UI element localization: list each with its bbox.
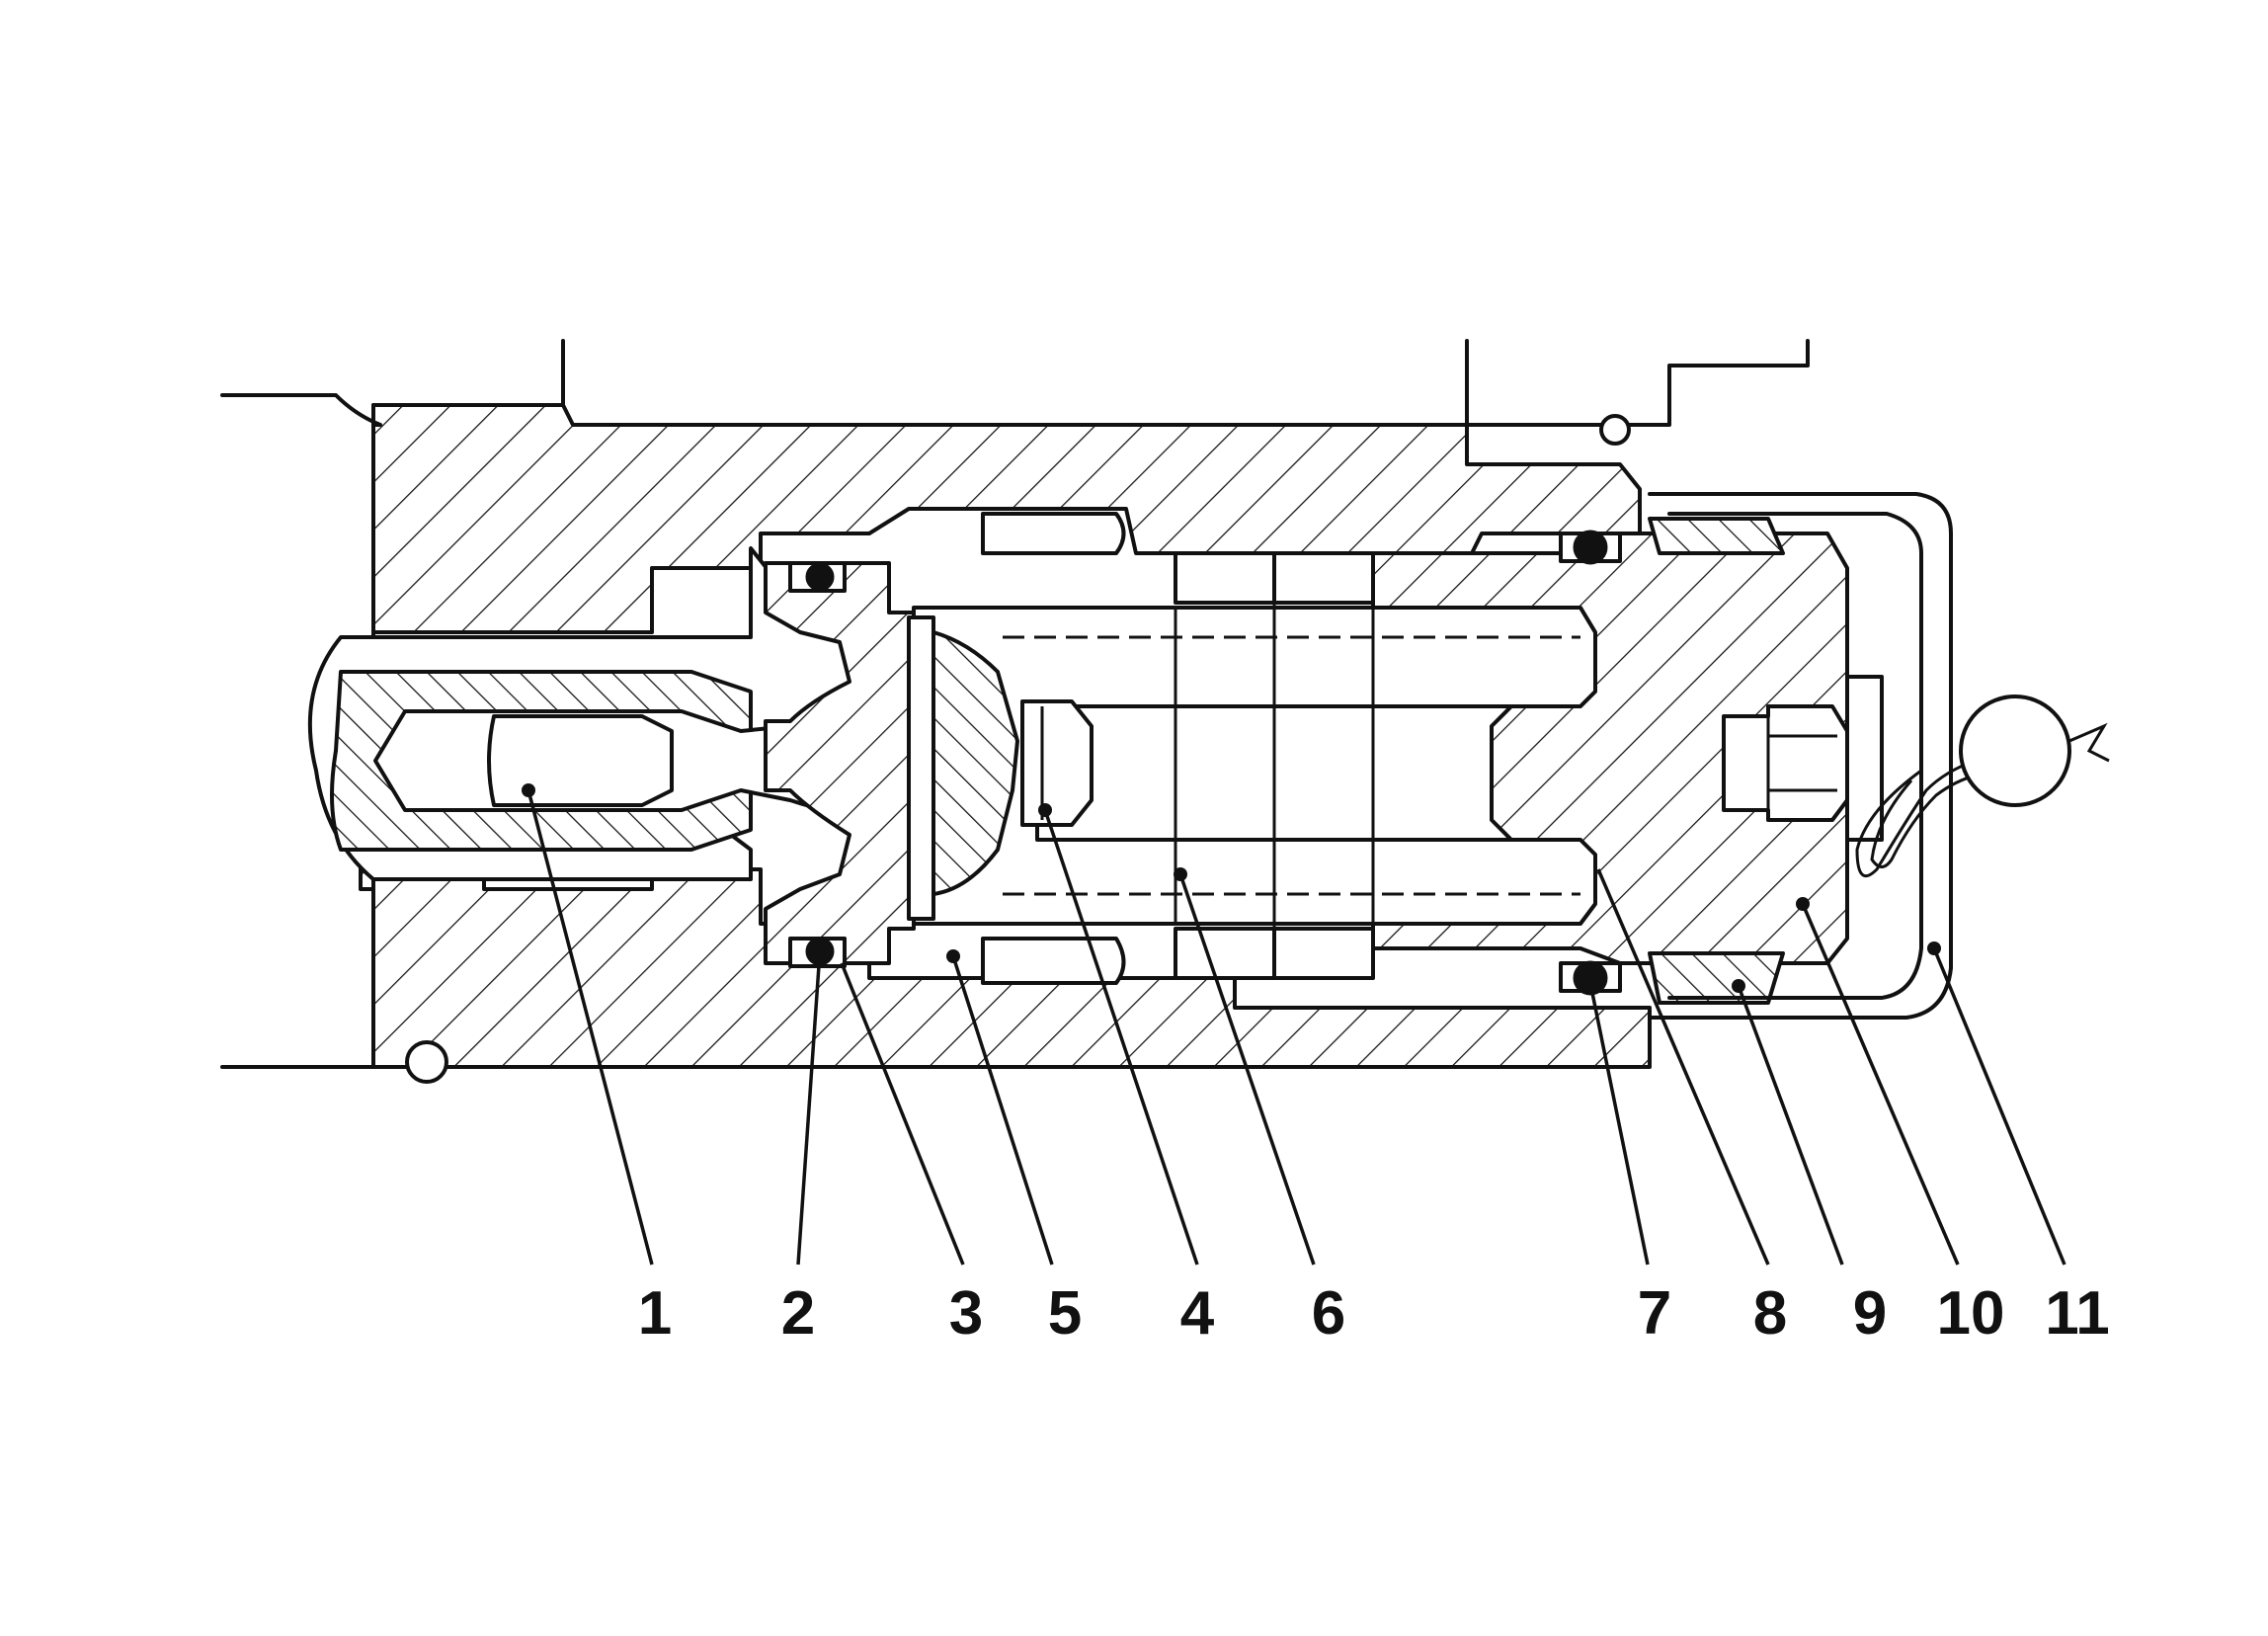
callout-4: 4 (1180, 1279, 1215, 1348)
callout-1: 1 (638, 1279, 672, 1348)
callout-6: 6 (1312, 1279, 1345, 1348)
piston-body (764, 561, 916, 968)
callout-11: 11 (2045, 1279, 2110, 1348)
sensor-lead (1855, 695, 2110, 878)
callout-8: 8 (1753, 1279, 1787, 1348)
callout-2: 2 (781, 1279, 815, 1348)
callout-5: 5 (1048, 1279, 1082, 1348)
outer-cover (1648, 492, 1953, 1020)
callout-9: 9 (1853, 1279, 1887, 1348)
end-cap (1371, 517, 1849, 1005)
leader-lines (522, 783, 2066, 1266)
callout-10: 10 (1937, 1279, 2005, 1348)
sensor-ball (1959, 695, 2071, 807)
callout-3: 3 (949, 1279, 983, 1348)
cup-seal (907, 615, 1094, 921)
callout-labels: 1 2 3 5 4 6 7 8 9 10 11 (638, 1279, 2110, 1348)
inner-sleeve (912, 512, 1597, 985)
callout-7: 7 (1638, 1279, 1671, 1348)
